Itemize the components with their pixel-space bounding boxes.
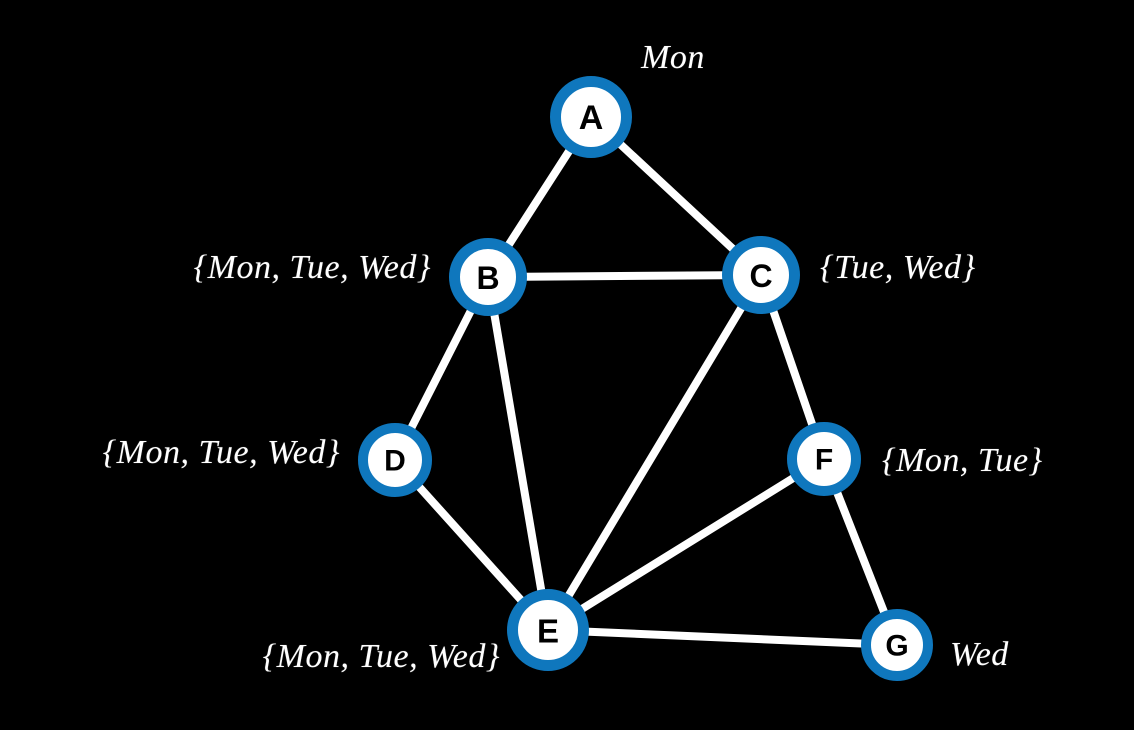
graph-node-g[interactable]: G <box>861 609 933 681</box>
node-circle-b <box>449 238 527 316</box>
nodes-group: A B C D E F G <box>358 76 933 681</box>
node-letter-e: E <box>537 613 559 650</box>
node-circle-a <box>550 76 632 158</box>
node-circle-d <box>358 423 432 497</box>
graph-node-b[interactable]: B <box>449 238 527 316</box>
edge-b-e <box>484 273 552 634</box>
node-letter-a: A <box>579 99 604 137</box>
edges-group <box>391 113 901 649</box>
node-letter-b: B <box>476 260 499 296</box>
node-letter-g: G <box>885 630 908 663</box>
graph-node-a[interactable]: A <box>550 76 632 158</box>
domain-label-b: {Mon, Tue, Wed} <box>193 249 431 286</box>
graph-node-f[interactable]: F <box>787 422 861 496</box>
edge-e-g <box>544 626 901 649</box>
edge-b-c <box>484 271 765 281</box>
graph-node-d[interactable]: D <box>358 423 432 497</box>
graph-node-e[interactable]: E <box>507 589 589 671</box>
domain-label-e: {Mon, Tue, Wed} <box>262 638 500 675</box>
edge-c-e <box>544 271 765 634</box>
graph-node-c[interactable]: C <box>722 236 800 314</box>
node-letter-d: D <box>384 445 406 478</box>
node-circle-c <box>722 236 800 314</box>
node-circle-g <box>861 609 933 681</box>
domain-label-f: {Mon, Tue} <box>882 442 1043 479</box>
domain-label-a: Mon <box>641 39 705 76</box>
edge-e-f <box>544 455 828 634</box>
node-letter-c: C <box>749 258 772 294</box>
domain-label-c: {Tue, Wed} <box>820 249 976 286</box>
node-letter-f: F <box>815 444 833 477</box>
domain-label-g: Wed <box>950 636 1009 673</box>
node-circle-e <box>507 589 589 671</box>
domain-label-d: {Mon, Tue, Wed} <box>102 434 340 471</box>
node-circle-f <box>787 422 861 496</box>
